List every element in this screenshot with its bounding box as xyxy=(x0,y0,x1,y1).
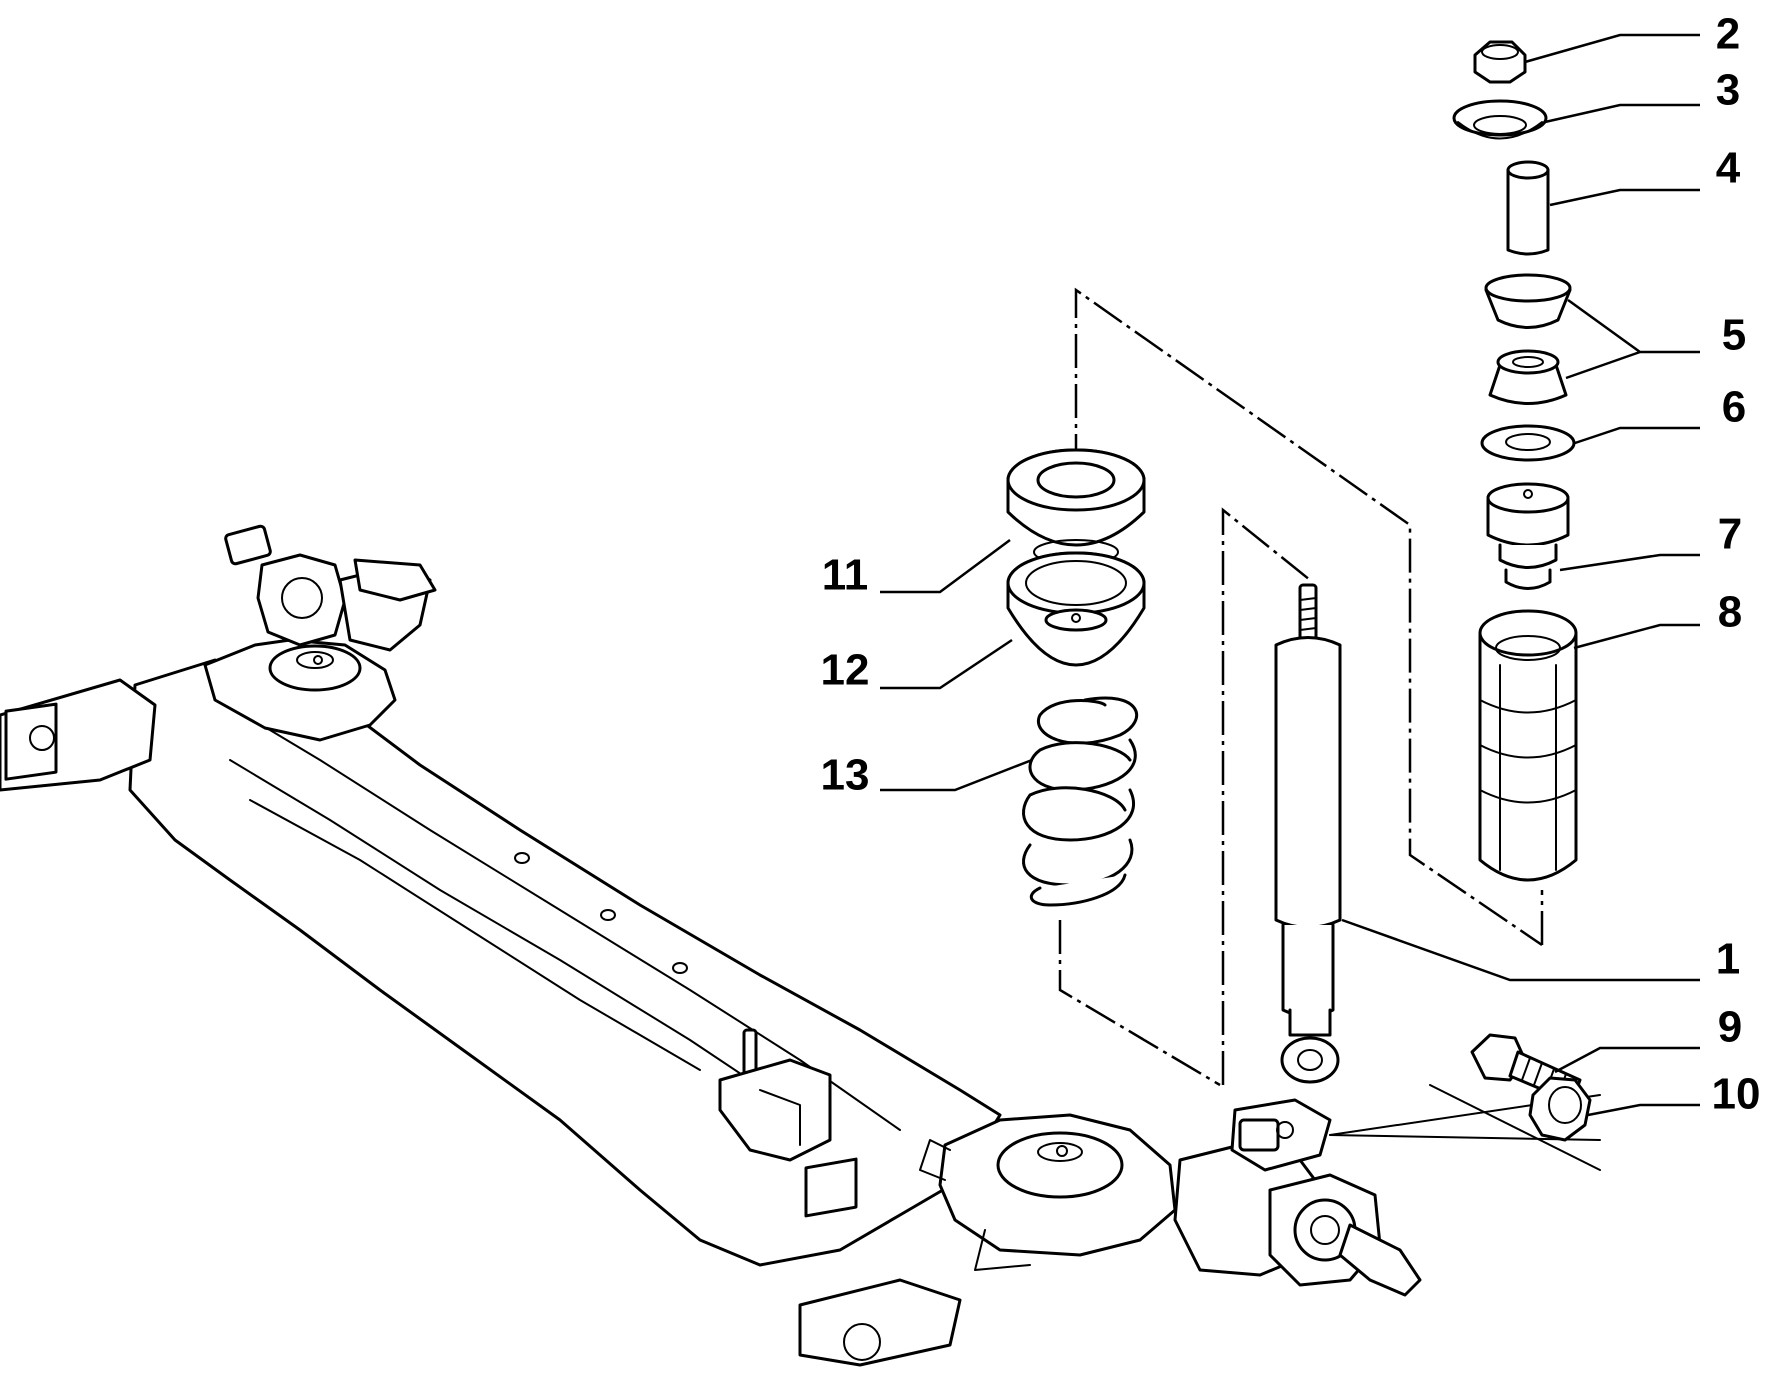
right-axle-end xyxy=(798,1157,962,1367)
callout-2: 2 xyxy=(1716,10,1740,59)
bump-stop xyxy=(1486,482,1570,590)
spring-upper-seat xyxy=(1006,448,1146,565)
callout-7: 7 xyxy=(1718,510,1742,559)
callout-4: 4 xyxy=(1716,144,1741,193)
callout-13: 13 xyxy=(821,751,870,800)
callout-11: 11 xyxy=(822,551,869,600)
shock-absorber xyxy=(1274,583,1342,1084)
callout-10: 10 xyxy=(1712,1070,1761,1119)
callout-5: 5 xyxy=(1722,311,1746,360)
coil-spring xyxy=(1022,696,1138,907)
left-axle-end xyxy=(0,678,157,792)
callout-1: 1 xyxy=(1716,935,1740,984)
callout-12: 12 xyxy=(821,646,870,695)
mounting-nut xyxy=(1528,1076,1592,1142)
dust-boot xyxy=(1478,609,1578,882)
rear-axle-beam xyxy=(128,658,1002,1267)
callout-6: 6 xyxy=(1722,383,1746,432)
left-spring-seat xyxy=(203,638,397,742)
callout-labels: 2 3 4 5 6 7 8 1 9 10 11 12 13 xyxy=(821,10,1761,1119)
top-nut xyxy=(1473,40,1527,84)
callout-8: 8 xyxy=(1718,588,1742,637)
spring-insulator xyxy=(1006,551,1146,667)
right-spring-seat xyxy=(919,1113,1177,1271)
center-bracket xyxy=(718,1028,832,1162)
callout-9: 9 xyxy=(1718,1003,1742,1052)
left-wheel-hub xyxy=(224,524,437,652)
callout-3: 3 xyxy=(1716,66,1740,115)
rubber-bush-upper xyxy=(1484,273,1572,329)
spacer-tube xyxy=(1506,160,1550,256)
flat-washer xyxy=(1480,424,1576,462)
right-wheel-hub xyxy=(1230,1098,1422,1297)
rubber-bush-lower xyxy=(1488,349,1568,405)
leader-lines xyxy=(880,33,1700,1117)
cup-washer xyxy=(1452,99,1548,140)
